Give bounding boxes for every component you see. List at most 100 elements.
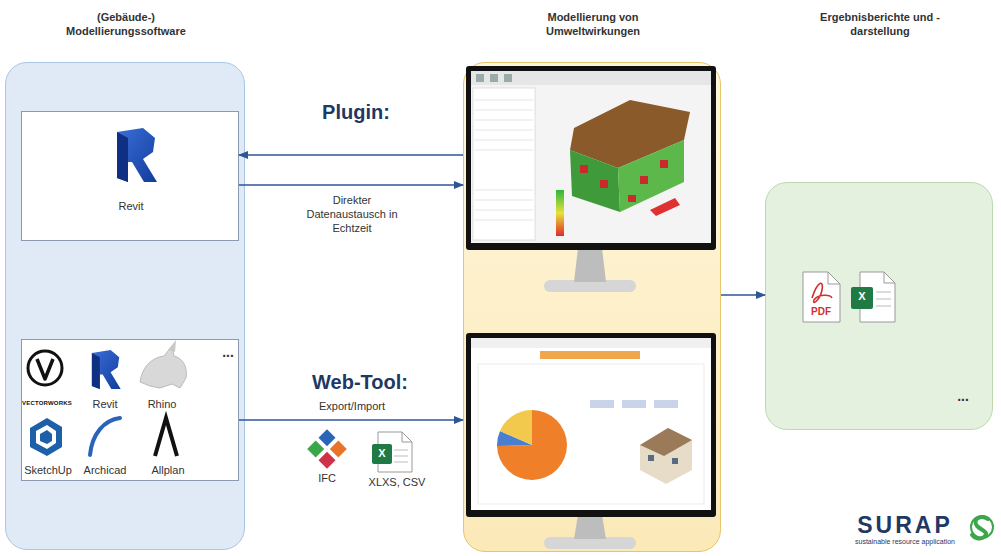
- logo-wordmark: SURAP: [845, 511, 965, 540]
- illustration-part: [640, 176, 648, 184]
- surap-emblem: [971, 516, 993, 538]
- software-name: Revit: [22, 200, 240, 214]
- illustration-part: [580, 165, 588, 173]
- illustration-part: [580, 160, 668, 202]
- flow-arrow: [239, 419, 463, 421]
- illustration-part: [475, 150, 533, 151]
- allplan-logo: [155, 418, 177, 456]
- illustration-part: [497, 410, 567, 480]
- pdf-label: PDF: [804, 306, 838, 319]
- vectorworks-logo: [28, 351, 62, 385]
- software-name: SketchUp: [22, 464, 74, 478]
- illustration-part: [475, 140, 533, 141]
- illustration-part: [648, 455, 654, 461]
- excel-mark: X: [854, 290, 870, 304]
- logo-tagline: sustainable resource application: [840, 538, 970, 547]
- format-label: XLXS, CSV: [357, 476, 437, 490]
- illustration-part: [876, 292, 891, 293]
- illustration-part: [650, 198, 680, 216]
- excel-mark: X: [374, 447, 390, 461]
- section-label: Plugin:: [311, 100, 401, 125]
- ifc-logo: [307, 429, 347, 469]
- edge-label: Direkter Datenaustausch in Echtzeit: [296, 194, 408, 235]
- illustration-part: [330, 441, 347, 458]
- illustration-part: [876, 306, 891, 307]
- illustration-part: [319, 452, 336, 469]
- archicad-logo: [90, 418, 120, 455]
- illustration-part: [628, 195, 636, 202]
- format-label: IFC: [307, 472, 347, 486]
- illustration-part: [140, 346, 186, 388]
- illustration-part: [471, 71, 711, 85]
- excel-icon-right: [851, 272, 895, 322]
- illustration-part: [117, 132, 128, 182]
- illustration-part: [475, 100, 533, 220]
- illustration-part: [36, 425, 56, 449]
- illustration-part: [600, 180, 608, 188]
- illustration-part: [490, 74, 498, 82]
- revit-logo-small: [92, 350, 121, 389]
- pdf-icon: [803, 272, 840, 322]
- software-name: Rhino: [137, 398, 187, 412]
- illustration-part: [812, 283, 832, 302]
- flow-arrow: [721, 294, 765, 296]
- excel-icon: [372, 432, 412, 472]
- illustration-part: [500, 410, 532, 445]
- edge-label: Export/Import: [302, 400, 402, 414]
- illustration-part: [117, 128, 157, 182]
- illustration-part: [394, 450, 408, 462]
- software-name: Archicad: [77, 464, 133, 478]
- illustration-part: [92, 353, 100, 389]
- illustration-part: [475, 210, 533, 211]
- monitor-webtool: [466, 333, 716, 549]
- illustration-part: [504, 74, 512, 82]
- section-label: Web-Tool:: [305, 370, 415, 395]
- illustration-part: [540, 351, 640, 359]
- illustration-part: [622, 400, 646, 408]
- illustration-part: [876, 299, 891, 300]
- more-marker: ...: [951, 388, 975, 406]
- illustration-part: [478, 364, 704, 504]
- illustration-part: [476, 74, 484, 82]
- illustration-part: [640, 428, 692, 456]
- illustration-part: [90, 418, 120, 455]
- illustration-part: [556, 190, 564, 236]
- illustration-part: [471, 338, 711, 348]
- illustration-part: [168, 340, 176, 352]
- illustration-part: [319, 429, 336, 446]
- software-name: Allplan: [140, 464, 196, 478]
- rhino-logo: [140, 340, 186, 388]
- illustration-part: [640, 428, 692, 484]
- illustration-part: [574, 515, 606, 539]
- flow-arrow: [239, 154, 463, 156]
- illustration-part: [28, 351, 62, 385]
- illustration-part: [574, 248, 606, 282]
- flow-arrow: [239, 184, 463, 186]
- illustration-part: [972, 517, 988, 538]
- illustration-part: [394, 462, 408, 463]
- illustration-part: [654, 400, 678, 408]
- illustration-part: [40, 430, 52, 444]
- illustration-part: [475, 110, 533, 111]
- illustration-part: [473, 88, 535, 240]
- illustration-part: [828, 272, 840, 284]
- illustration-part: [570, 150, 620, 212]
- illustration-part: [394, 456, 408, 457]
- panel-heading: (Gebäude-) Modellierungssoftware: [46, 11, 206, 39]
- illustration-part: [155, 418, 177, 456]
- illustration-part: [37, 359, 53, 379]
- illustration-part: [475, 220, 533, 221]
- software-name: VECTORWORKS: [22, 400, 72, 408]
- more-marker: ...: [218, 344, 238, 362]
- illustration-part: [672, 458, 678, 464]
- illustration-part: [971, 516, 993, 538]
- illustration-part: [394, 450, 408, 451]
- illustration-part: [590, 400, 614, 408]
- panel-heading: Modellierung von Umweltwirkungen: [523, 11, 663, 39]
- illustration-part: [851, 287, 873, 309]
- illustration-part: [402, 432, 412, 442]
- illustration-part: [876, 292, 891, 306]
